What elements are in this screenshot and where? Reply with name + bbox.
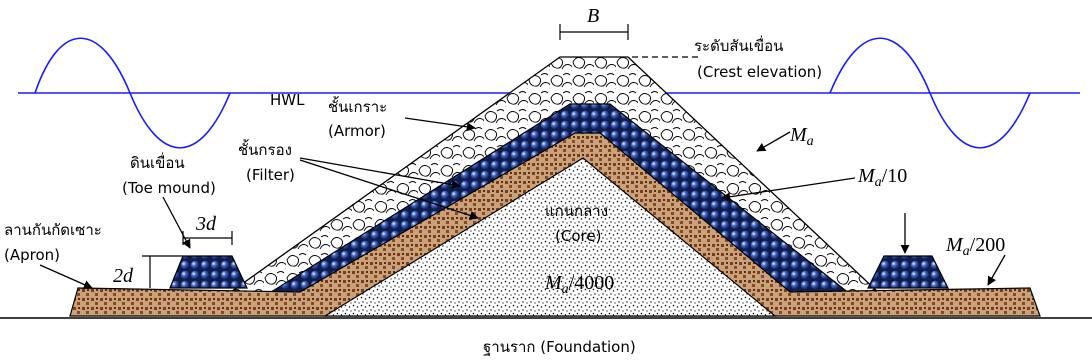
right-toe-mound [867,255,949,289]
apron-label-th: ลานกันกัดเซาะ [4,221,102,239]
toe-arrow [162,196,191,249]
filter-arrow-2 [299,159,479,220]
right-wave [829,37,1031,149]
toe-width-dimension: 3d [182,213,233,245]
toe-height-label: 2d [113,265,134,287]
foundation-label: ฐานราก (Foundation) [483,338,636,356]
filter-mass-arrow [721,177,856,202]
crest-width-dimension: B [559,5,629,40]
toe-width-label: 3d [195,213,217,235]
crest-width-label: B [587,5,599,27]
apron-label-en: (Apron) [4,246,60,264]
left-wave [34,37,231,149]
toe-label-en: (Toe mound) [122,179,216,197]
armor-mass-label: Ma [789,124,814,149]
filter-mass-label: Ma/10 [857,165,907,190]
toe-label-th: ดินเขื่อน [130,152,185,172]
core-label-en: (Core) [555,227,601,245]
core-mass-label: Ma/4000 [544,272,614,297]
left-toe-mound [169,255,248,289]
apron-mass-label: Ma/200 [945,234,1005,259]
filter-label-en: (Filter) [246,166,295,184]
armor-mass-arrow [756,131,791,152]
apron-arrow [39,264,93,289]
crest-label-th: ระดับสันเขื่อน [694,35,783,55]
armor-arrow [404,117,476,132]
core [322,157,777,317]
toe-height-dimension: 2d [113,255,183,288]
crest-label-en: (Crest elevation) [697,63,822,81]
label-arrows [39,117,1006,289]
filter-label-th: ชั้นกรอง [238,139,292,159]
hwl-label: HWL [270,91,305,109]
armor-label-en: (Armor) [328,122,386,140]
core-label-th: แกนกลาง [545,202,608,220]
apron-mass-arrow [987,254,1006,286]
filter-arrow-1 [299,157,461,190]
armor-label-th: ชั้นเกราะ [328,96,387,116]
